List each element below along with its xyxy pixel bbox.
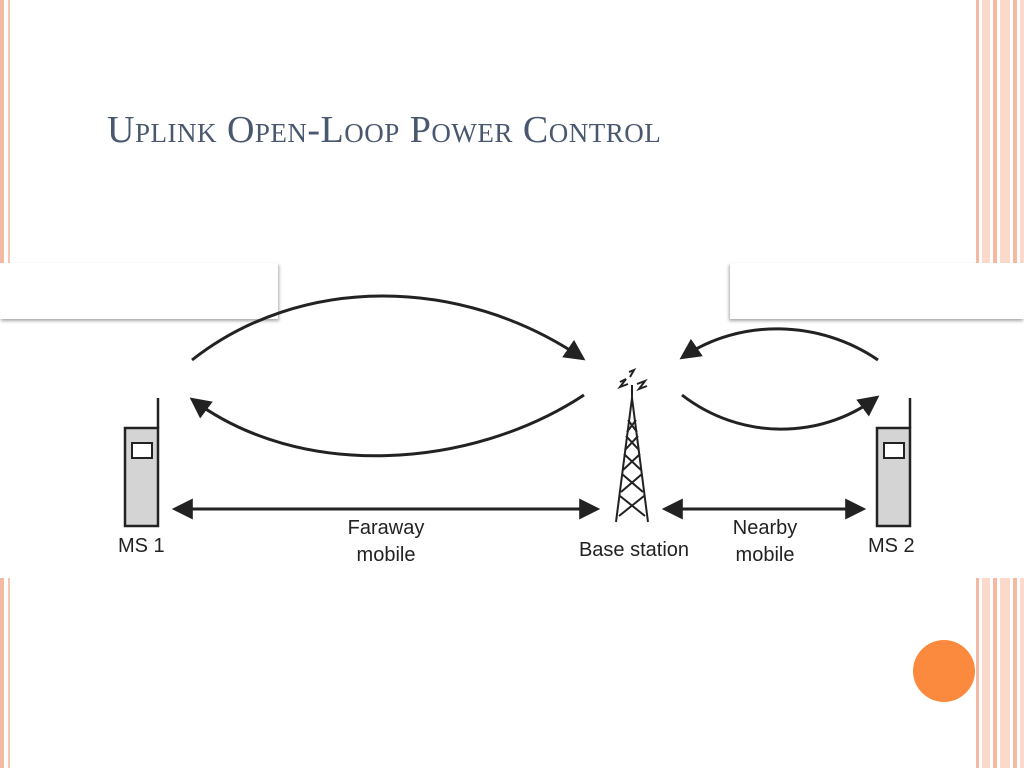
nearby-label-line2: mobile [736, 544, 795, 566]
ms1-label: MS 1 [118, 535, 165, 557]
base-station-tower-icon [615, 368, 649, 523]
faraway-label-line2: mobile [357, 544, 416, 566]
uplink-arrow-ms2 [679, 327, 879, 362]
accent-dot [913, 640, 975, 702]
downlink-arrow-ms2 [681, 393, 880, 431]
diagram-frame-left [0, 263, 278, 319]
ms2-phone-icon [875, 398, 912, 528]
ms2-label: MS 2 [868, 535, 915, 557]
faraway-label-line1: Faraway [348, 517, 425, 539]
base-station-label: Base station [579, 539, 689, 561]
uplink-arrow-ms1 [191, 294, 586, 362]
ms1-phone-icon [123, 398, 160, 528]
diagram-frame-right [730, 263, 1024, 319]
slide-title: Uplink Open-Loop Power Control [107, 109, 662, 151]
nearby-label-line1: Nearby [733, 517, 797, 539]
downlink-arrow-ms1 [189, 393, 585, 458]
